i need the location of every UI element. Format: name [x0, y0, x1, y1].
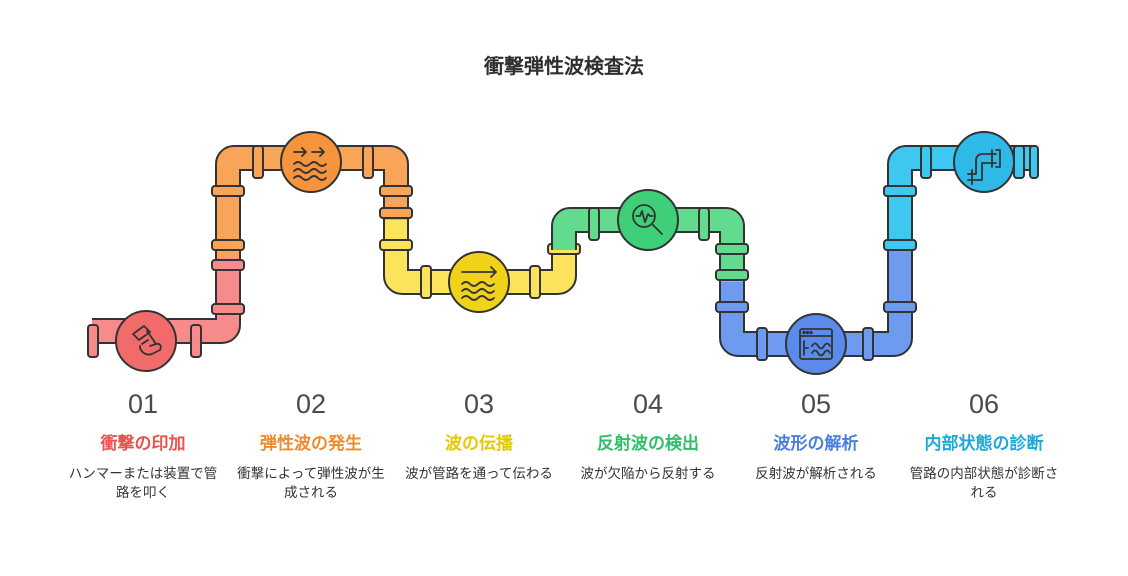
magnifier-wave-icon [632, 204, 663, 235]
waveform-window-icon [799, 328, 833, 360]
step-01: 01 衝撃の印加 ハンマーまたは装置で管路を叩く [59, 386, 227, 503]
step-heading: 波形の解析 [773, 434, 859, 454]
node-05 [785, 313, 847, 375]
step-03: 03 波の伝播 波が管路を通って伝わる [395, 386, 563, 484]
step-number: 05 [800, 389, 832, 419]
waves-arrows-icon [293, 147, 327, 181]
step-heading: 波の伝播 [445, 434, 513, 454]
page-title: 衝撃弾性波検査法 [484, 54, 644, 78]
step-number: 06 [968, 389, 1000, 419]
step-number: 01 [127, 389, 159, 419]
node-02 [280, 131, 342, 193]
step-description: 衝撃によって弾性波が生成される [237, 466, 385, 501]
pipe-segment-06 [883, 145, 1039, 251]
step-heading: 反射波の検出 [597, 434, 699, 454]
pipe-icon [967, 149, 1001, 185]
hammer-hand-icon [132, 325, 162, 356]
step-02: 02 弾性波の発生 衝撃によって弾性波が生成される [227, 386, 395, 503]
step-04: 04 反射波の検出 波が欠陥から反射する [564, 386, 732, 484]
step-description: 管路の内部状態が診断される [909, 466, 1059, 501]
waves-arrow-icon [461, 266, 497, 301]
step-number: 02 [295, 389, 327, 419]
node-06 [953, 131, 1015, 193]
step-description: 波が管路を通って伝わる [405, 466, 553, 482]
step-description: ハンマーまたは装置で管路を叩く [68, 466, 218, 501]
step-description: 反射波が解析される [755, 466, 877, 482]
step-heading: 衝撃の印加 [100, 434, 186, 454]
node-01 [115, 310, 177, 372]
step-description: 波が欠陥から反射する [580, 466, 716, 482]
step-06: 06 内部状態の診断 管路の内部状態が診断される [900, 386, 1068, 503]
step-heading: 内部状態の診断 [924, 434, 1044, 454]
step-number: 04 [632, 389, 664, 419]
node-04 [617, 189, 679, 251]
step-heading: 弾性波の発生 [260, 434, 362, 454]
node-03 [448, 251, 510, 313]
pipe-segment-01 [87, 258, 245, 358]
step-05: 05 波形の解析 反射波が解析される [732, 386, 900, 484]
step-number: 03 [463, 389, 495, 419]
